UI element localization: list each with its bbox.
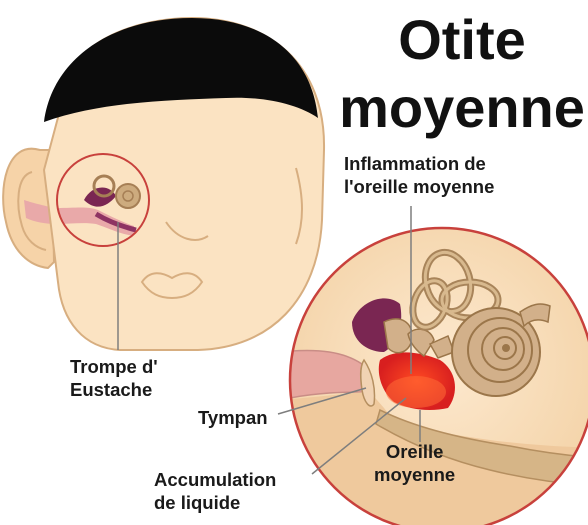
label-eustachian-line-1: Trompe d'	[70, 355, 158, 378]
small-magnifier	[56, 154, 149, 246]
label-middle-ear: Oreille moyenne	[374, 440, 455, 486]
label-middle-ear-line-2: moyenne	[374, 463, 455, 486]
label-middle-ear-line-1: Oreille	[374, 440, 455, 463]
label-eardrum: Tympan	[198, 406, 268, 429]
fluid-accumulation	[386, 376, 446, 408]
label-inflammation-line-1: Inflammation de	[344, 152, 494, 175]
title-line-2: moyenne	[336, 80, 588, 136]
label-inflammation: Inflammation de l'oreille moyenne	[344, 152, 494, 198]
child-head	[3, 18, 324, 350]
title-line-1: Otite	[336, 12, 588, 68]
label-fluid-line-2: de liquide	[154, 491, 276, 514]
label-eustachian-tube: Trompe d' Eustache	[70, 355, 158, 401]
label-inflammation-line-2: l'oreille moyenne	[344, 175, 494, 198]
label-fluid-line-1: Accumulation	[154, 468, 276, 491]
label-fluid: Accumulation de liquide	[154, 468, 276, 514]
label-eustachian-line-2: Eustache	[70, 378, 158, 401]
